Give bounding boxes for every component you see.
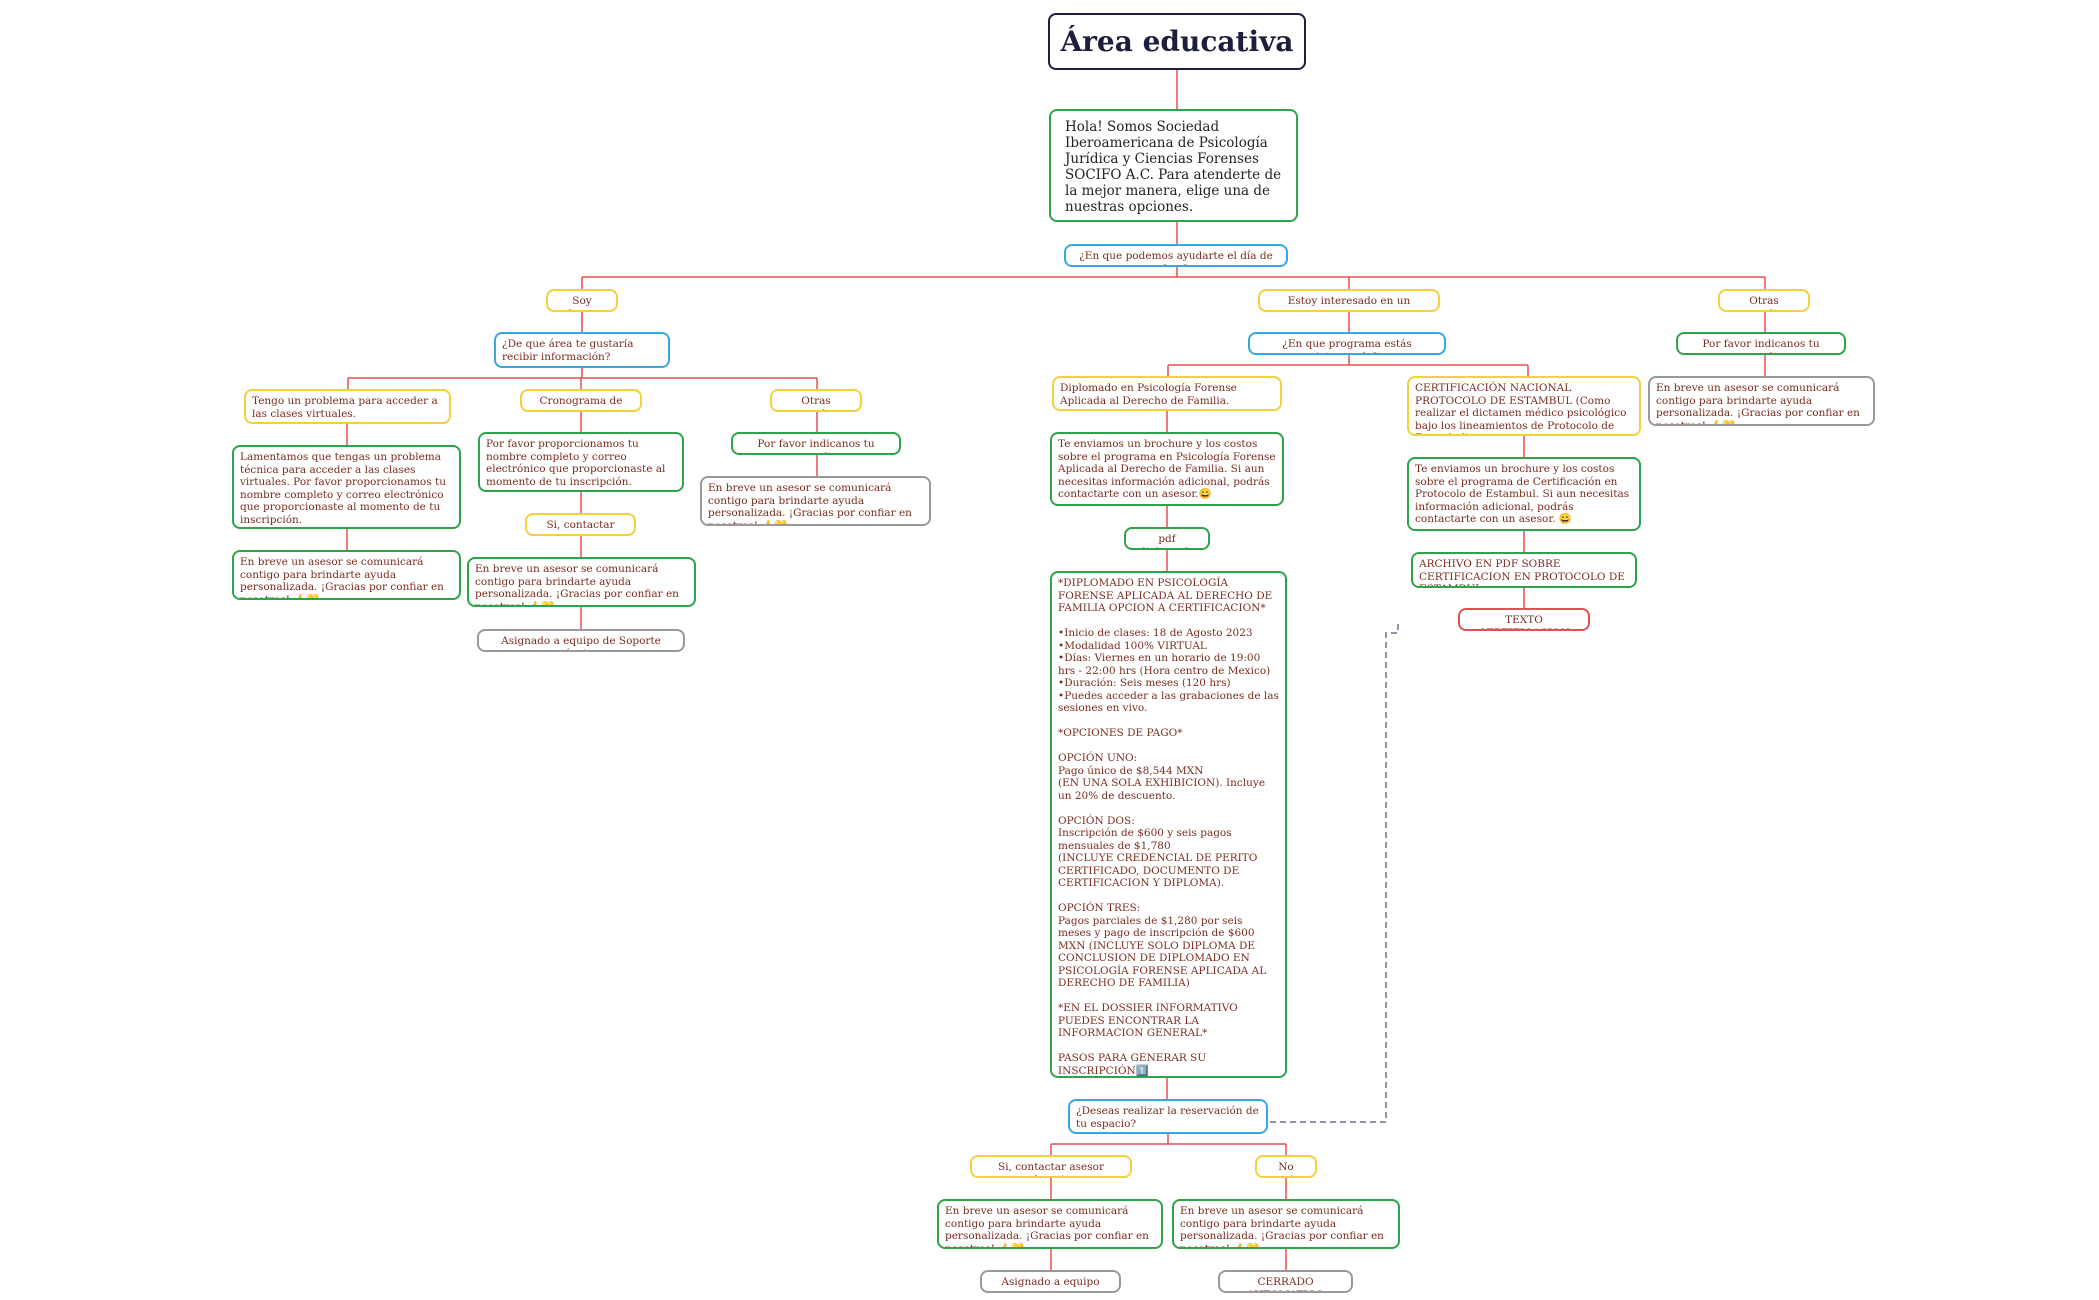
question-help-node[interactable]: ¿En que podemos ayudarte el día de hoy? — [1064, 244, 1288, 267]
asesor-node-2[interactable]: En breve un asesor se comunicará contigo… — [467, 557, 696, 607]
porfavor-cronograma-node[interactable]: Por favor proporcionamos tu nombre compl… — [478, 432, 684, 492]
brochure-diplomado-node[interactable]: Te enviamos un brochure y los costos sob… — [1050, 432, 1284, 506]
no-gracias-node[interactable]: No gracias — [1255, 1155, 1317, 1178]
brochure-certificacion-node[interactable]: Te enviamos un brochure y los costos sob… — [1407, 457, 1641, 531]
question-area-node[interactable]: ¿De que área te gustaría recibir informa… — [494, 332, 670, 368]
info-diplomado-node[interactable]: *DIPLOMADO EN PSICOLOGÍA FORENSE APLICAD… — [1050, 571, 1287, 1078]
cerrado-node[interactable]: CERRADO AUTOMATICO — [1218, 1270, 1353, 1293]
si-contactar-educativo-node[interactable]: Si, contactar asesor educativo — [970, 1155, 1132, 1178]
archivo-pdf-node[interactable]: ARCHIVO EN PDF SOBRE CERTIFICACION EN PR… — [1411, 552, 1637, 588]
asesor-node-3[interactable]: En breve un asesor se comunicará contigo… — [700, 476, 931, 526]
asesor-node-4[interactable]: En breve un asesor se comunicará contigo… — [937, 1199, 1163, 1249]
diplomado-node[interactable]: Diplomado en Psicología Forense Aplicada… — [1052, 376, 1282, 411]
page-title: Área educativa — [1048, 13, 1306, 70]
otras-consultas-mid-node[interactable]: Otras consultas — [770, 389, 862, 412]
problema-acceso-node[interactable]: Tengo un problema para acceder a las cla… — [244, 389, 451, 424]
question-reserva-node[interactable]: ¿Deseas realizar la reservación de tu es… — [1068, 1099, 1268, 1134]
cronograma-node[interactable]: Cronograma de pagos — [520, 389, 642, 412]
certificacion-node[interactable]: CERTIFICACIÓN NACIONAL PROTOCOLO DE ESTA… — [1407, 376, 1641, 436]
otras-consultas-top-node[interactable]: Otras consultas — [1718, 289, 1810, 312]
interesado-node[interactable]: Estoy interesado en un programa — [1258, 289, 1440, 312]
indicanos-mid-node[interactable]: Por favor indicanos tu consulta — [731, 432, 901, 455]
dashed-link — [1260, 624, 1399, 1123]
soporte-node[interactable]: Asignado a equipo de Soporte técnico. — [477, 629, 685, 652]
lamentamos-node[interactable]: Lamentamos que tengas un problema técnic… — [232, 445, 461, 529]
asesor-node-5[interactable]: En breve un asesor se comunicará contigo… — [1172, 1199, 1400, 1249]
soy-alumno-node[interactable]: Soy alumno — [546, 289, 618, 312]
pdf-diplomado-node[interactable]: pdf diplomado — [1124, 527, 1210, 550]
si-contactar-node[interactable]: Si, contactar asesor — [525, 513, 636, 536]
intro-node[interactable]: Hola! Somos Sociedad Iberoamericana de P… — [1049, 109, 1298, 222]
asesor-node-1[interactable]: En breve un asesor se comunicará contigo… — [232, 550, 461, 600]
question-programa-node[interactable]: ¿En que programa estás interesado? — [1248, 332, 1446, 355]
asesor-node-6[interactable]: En breve un asesor se comunicará contigo… — [1648, 376, 1875, 426]
texto-certificacion-node[interactable]: TEXTO CERTIFICACION — [1458, 608, 1590, 631]
indicanos-top-node[interactable]: Por favor indicanos tu consulta — [1676, 332, 1846, 355]
ventas-node[interactable]: Asignado a equipo ventas — [980, 1270, 1121, 1293]
